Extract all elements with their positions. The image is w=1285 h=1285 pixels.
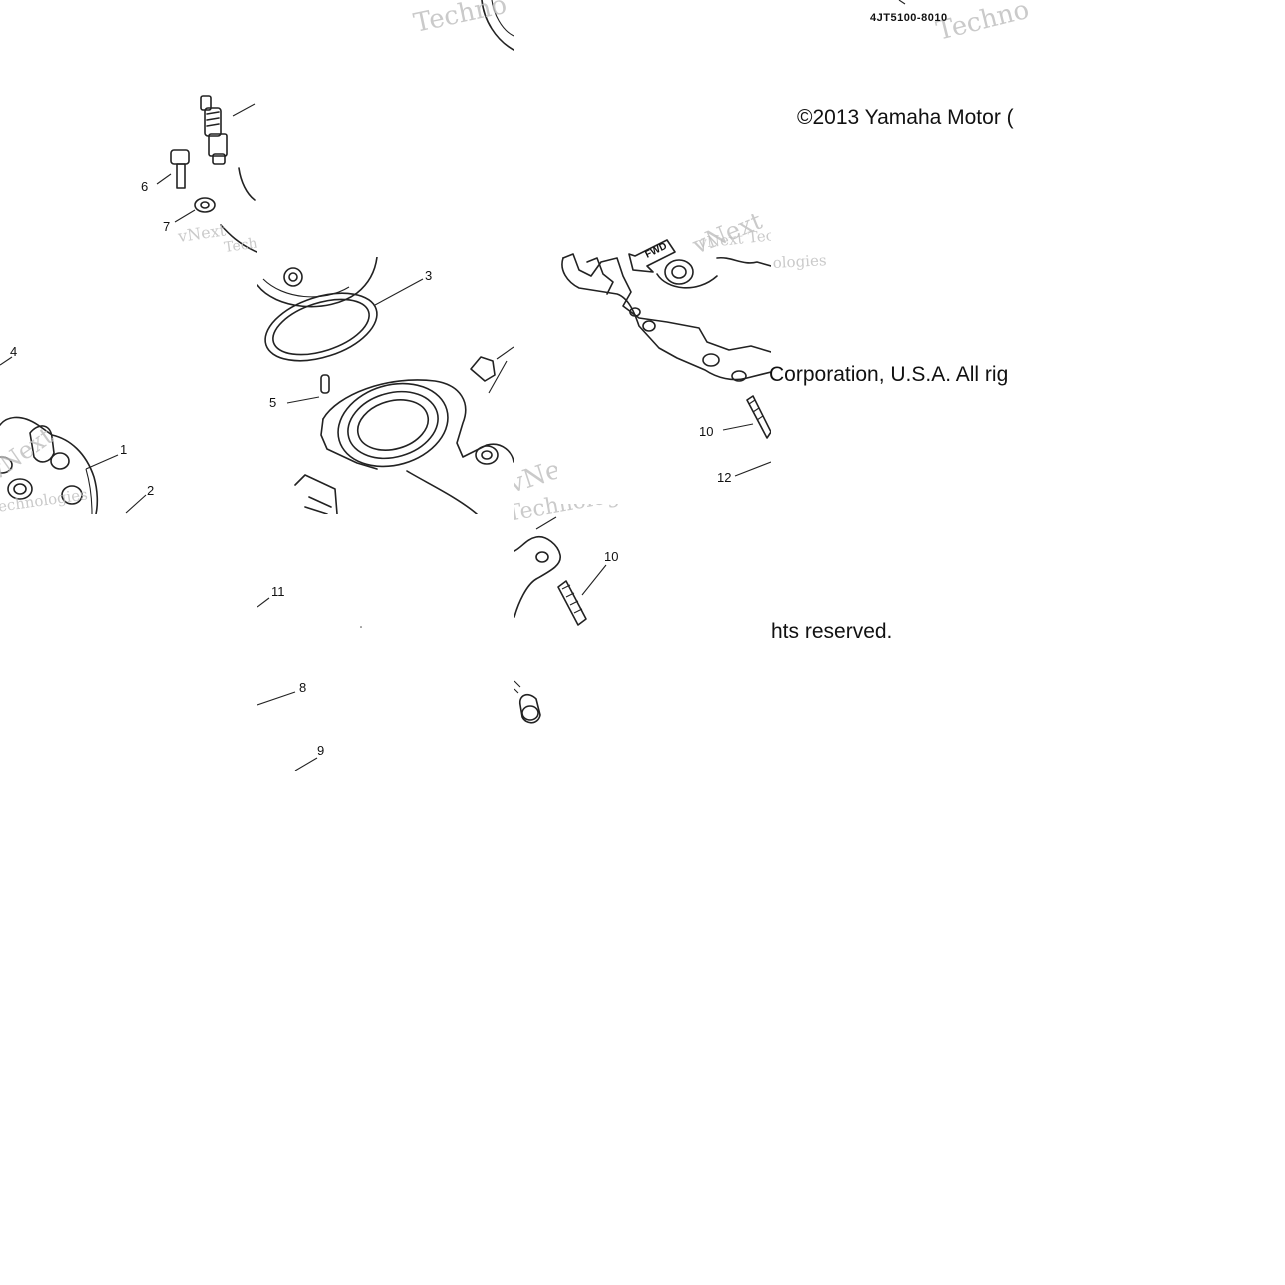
tile-spark-plug: vNext Technologies 6 7	[129, 0, 257, 257]
crankcase-drawing: FWD vNext vNext Tec	[561, 214, 771, 485]
callout-3: 3	[425, 268, 432, 283]
stud-bolt-10	[557, 564, 607, 626]
tile-watermark-right: ologies	[771, 246, 851, 274]
callout-9: 9	[317, 743, 324, 758]
lower-callouts-drawing: 11 8 9	[257, 584, 362, 771]
dowel-pin-5	[286, 374, 330, 404]
cylinder-head	[0, 416, 99, 514]
tile-top-strip: Techno	[386, 0, 514, 52]
cylinder-block	[294, 346, 514, 514]
collar-9	[514, 680, 541, 724]
callout-12: 12	[717, 470, 731, 485]
tile-cylinder-head: vNext Technologies 4 1 2	[0, 257, 257, 514]
cylinder-head-drawing: vNext Technologies 4 1 2	[0, 344, 154, 514]
callout-5: 5	[269, 395, 276, 410]
drawing-code-drawing: Techno	[898, 0, 1028, 44]
callout-7: 7	[163, 219, 170, 234]
tile-lower-callouts: 11 8 9	[257, 514, 514, 771]
callout-1: 1	[120, 442, 127, 457]
copyright-line-2: Corporation, U.S.A. All rig	[769, 363, 1009, 386]
watermark-right-drawing: ologies	[772, 251, 827, 272]
spark-plug	[200, 95, 256, 201]
head-gasket-3	[264, 278, 424, 362]
copyright-line-1: ©2013 Yamaha Motor (	[797, 106, 1014, 129]
tile-drawing-code: Techno 4JT5100-8010	[771, 0, 1028, 44]
fwd-arrow: FWD	[628, 239, 676, 273]
callout-2: 2	[147, 483, 154, 498]
callout-10-upper: 10	[699, 424, 713, 439]
stud-bolt-10-upper	[722, 395, 771, 439]
spark-plug-drawing: vNext Technologies 6 7	[141, 95, 257, 256]
crankcase	[561, 253, 771, 382]
callout-4: 4	[10, 344, 17, 359]
callout-6: 6	[141, 179, 148, 194]
tile-crankcase: FWD vNext vNext Tec	[557, 214, 771, 504]
head-underside	[257, 257, 378, 308]
washer-7	[174, 197, 216, 223]
tile-cylinder: 3 5	[257, 257, 514, 514]
cylinder-drawing: 3 5	[257, 257, 514, 514]
callout-11: 11	[271, 584, 285, 599]
watermark-techno-right: Techno	[933, 0, 1028, 44]
watermark-vnext: vNext	[176, 220, 228, 246]
bolt-6	[156, 149, 190, 189]
top-strip-drawing: Techno	[411, 0, 514, 51]
callout-10-lower: 10	[604, 549, 618, 564]
watermark-ologies-right: ologies	[772, 251, 827, 272]
callout-8: 8	[299, 680, 306, 695]
copyright-line-3: hts reserved.	[771, 620, 893, 643]
drawing-code: 4JT5100-8010	[870, 12, 948, 24]
